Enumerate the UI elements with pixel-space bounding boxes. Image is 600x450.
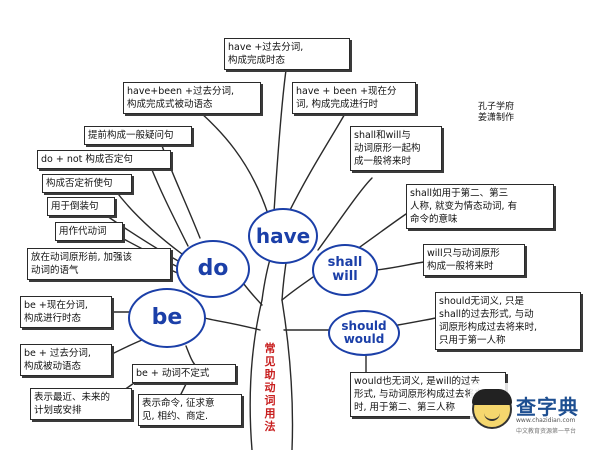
box-be-to-future: 表示最近、未来的 计划或安排 (30, 388, 132, 420)
logo-url: www.chazidian.com (516, 417, 576, 424)
branch-to-be-pp (111, 339, 143, 355)
box-will-future: will只与动词原形 构成一般将来时 (423, 244, 525, 276)
box-be-ing: be +现在分词, 构成进行时态 (20, 296, 112, 328)
box-do-emphasis: 放在动词原形前, 加强该 动词的语气 (27, 248, 171, 280)
box-do-neg-imperative: 构成否定祈使句 (42, 174, 132, 193)
branch-to-have-been-ing (287, 111, 347, 215)
center-label: 常见 助动 词用 法 (264, 342, 276, 433)
branch-to-do-neg-imp (114, 189, 183, 255)
branch-to-have-been-pp (199, 111, 269, 215)
node-do: do (176, 240, 250, 298)
branch-to-will-future (375, 261, 425, 271)
box-be-to-command: 表示命令, 征求意 见, 相约、商定. (138, 394, 242, 426)
logo-name: 查字典 (516, 395, 579, 419)
box-be-to: be + 动词不定式 (132, 364, 236, 383)
box-shall-modal: shall如用于第二、第三 人称, 就变为情态动词, 有 命令的意味 (406, 184, 554, 229)
box-have-pp: have +过去分词, 构成完成时态 (224, 38, 350, 70)
node-should-would: should would (328, 310, 400, 356)
node-shall-will: shall will (312, 244, 378, 296)
box-do-substitute: 用作代动词 (55, 222, 123, 241)
branch-to-should-past (397, 317, 437, 326)
branch-be (204, 317, 261, 331)
mascot-face-icon (472, 389, 512, 429)
box-shall-will-future: shall和will与 动词原形一起构 成一般将来时 (350, 126, 442, 171)
trunk-left (249, 299, 263, 450)
credit-text: 孔子学府 姜潇制作 (478, 102, 515, 123)
box-do-not: do + not 构成否定句 (37, 150, 171, 169)
branch-to-shall-future (317, 177, 373, 251)
box-should-past-future: should无词义, 只是 shall的过去形式, 与动 词原形构成过去将来时,… (435, 292, 581, 350)
node-have: have (248, 208, 318, 264)
box-do-inversion: 用于倒装句 (47, 197, 115, 216)
site-logo: 查字典 www.chazidian.com 中文教育资源第一平台 (470, 383, 598, 447)
branch-to-do-question (159, 139, 201, 239)
branch-to-be-to (185, 345, 197, 367)
logo-tagline: 中文教育资源第一平台 (516, 428, 577, 435)
node-be: be (128, 288, 206, 348)
branch-to-have-pp (273, 69, 287, 213)
trunk-right (281, 299, 294, 450)
box-have-been-ing: have + been +现在分 词, 构成完成进行时 (292, 82, 416, 114)
box-have-been-pp: have+been +过去分词, 构成完成式被动语态 (123, 82, 261, 114)
branch-to-do-not (149, 164, 189, 247)
box-do-question: 提前构成一般疑问句 (84, 126, 192, 145)
box-be-pp: be + 过去分词, 构成被动语态 (20, 344, 112, 376)
branch-to-do-inversion (103, 213, 181, 263)
